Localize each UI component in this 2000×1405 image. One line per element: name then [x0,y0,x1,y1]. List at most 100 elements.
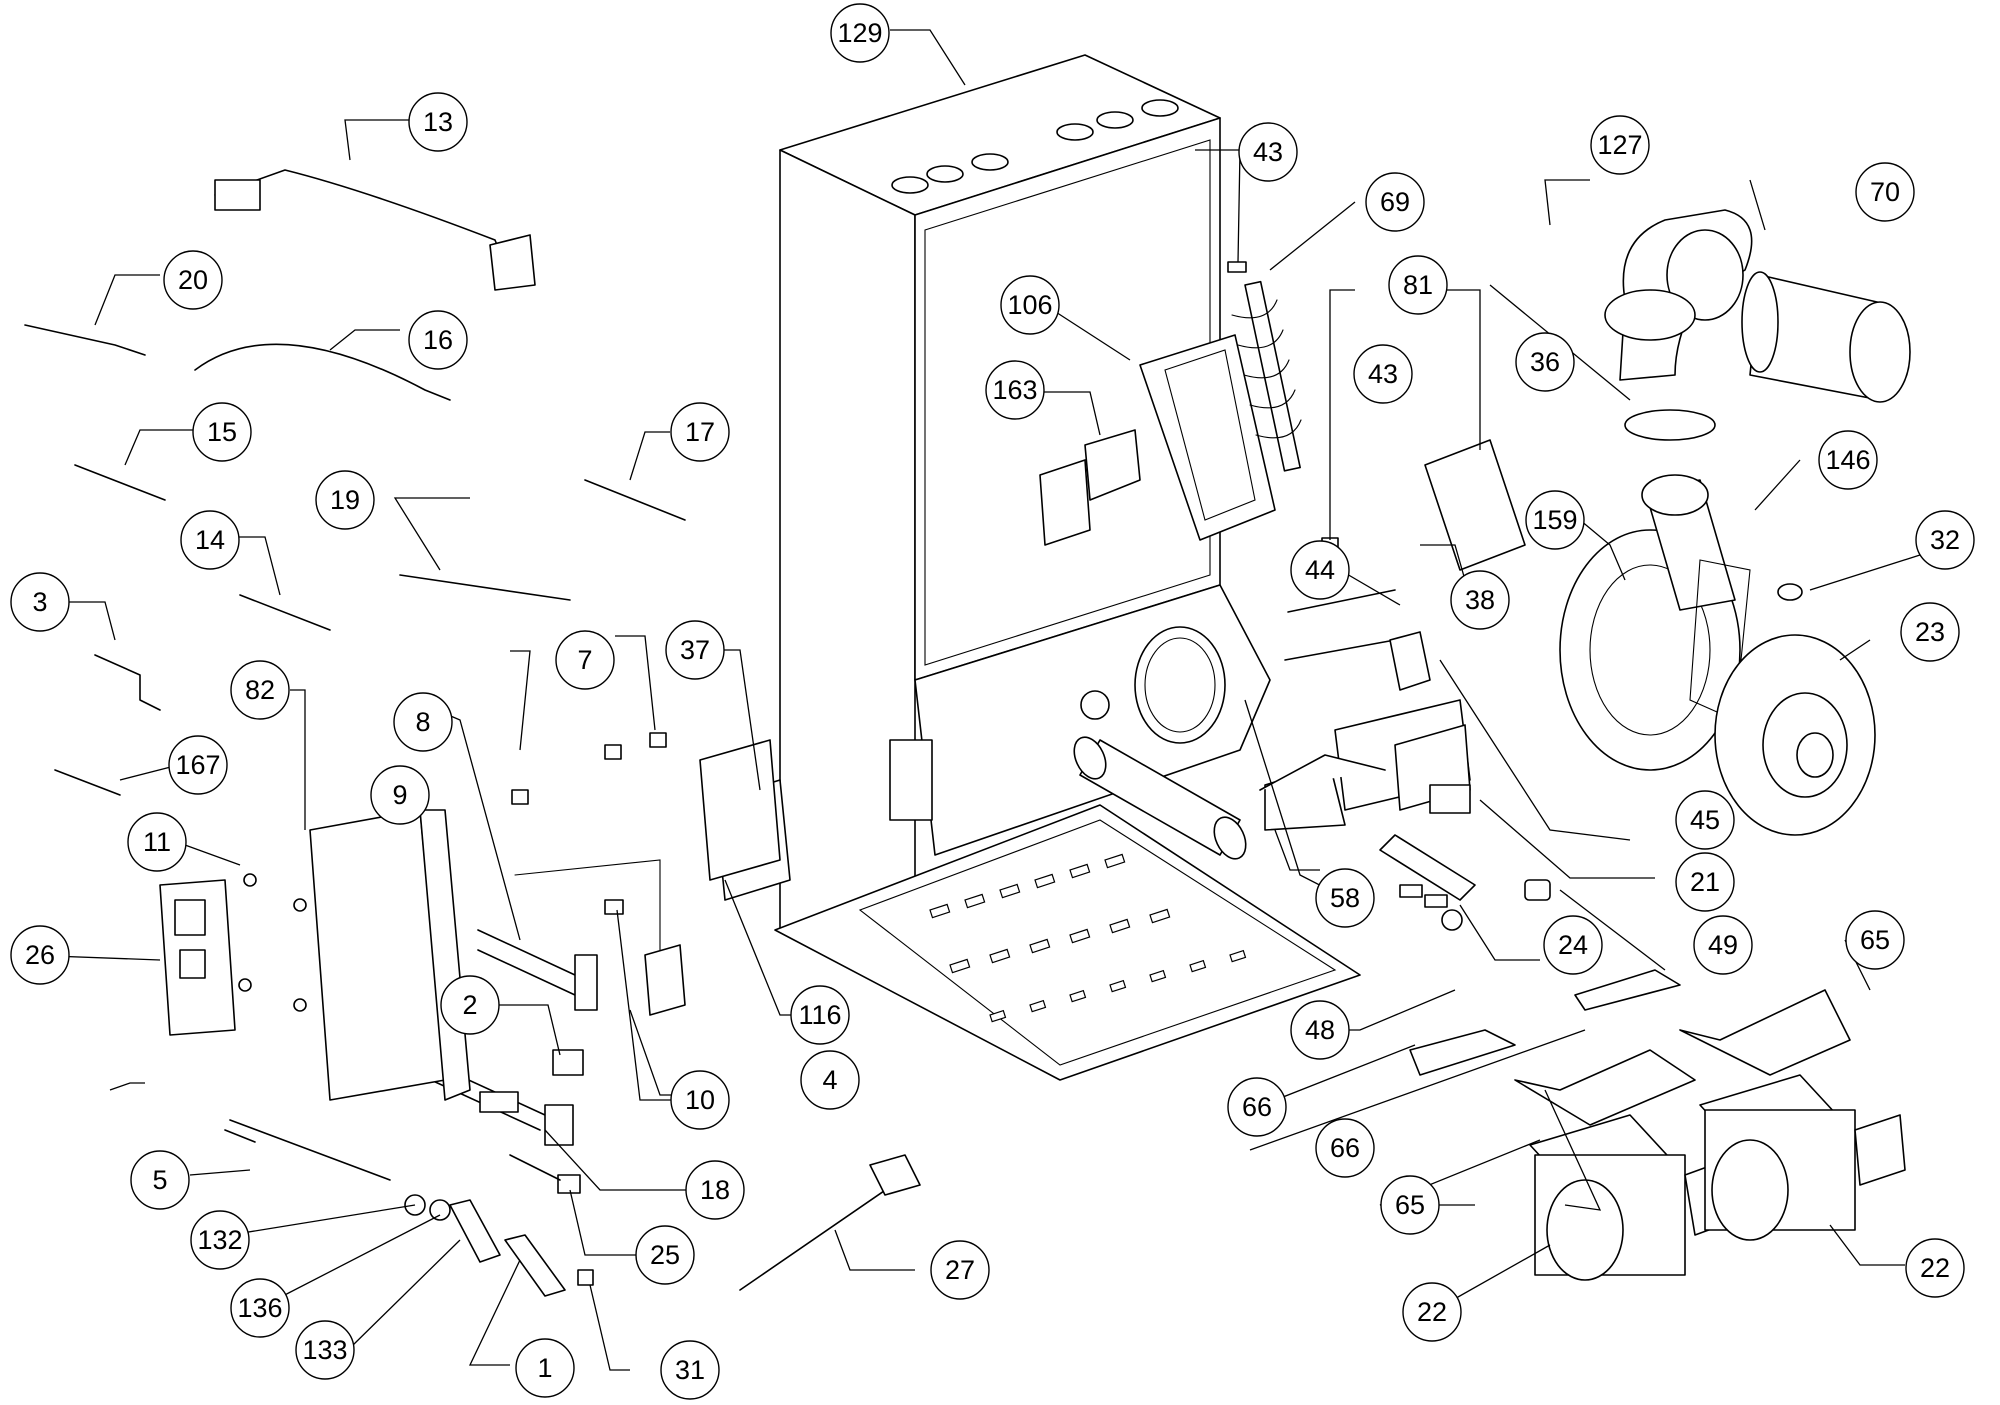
svg-text:24: 24 [1558,930,1588,960]
svg-text:22: 22 [1417,1297,1447,1327]
svg-text:81: 81 [1403,270,1433,300]
auger-screw [1231,280,1302,472]
igniter-holder [1441,909,1463,931]
bracket [1259,754,1386,791]
svg-text:25: 25 [650,1240,680,1270]
exhaust-fan-motor [1714,634,1876,836]
svg-text:65: 65 [1395,1190,1425,1220]
wire-harness [399,574,571,601]
svg-text:4: 4 [822,1065,837,1095]
callout-3: 3 [10,572,70,632]
callout-15: 15 [192,402,252,462]
callout-14: 14 [180,510,240,570]
rod [1287,589,1396,613]
bushing [1227,261,1247,273]
callout-44: 44 [1290,540,1350,600]
bushing [577,1269,594,1286]
callout-136: 136 [230,1278,290,1338]
power-cord [214,169,506,266]
svg-text:1: 1 [537,1353,552,1383]
gear-motor [1334,699,1471,814]
svg-text:15: 15 [207,417,237,447]
spring [449,1199,501,1263]
washer [1777,583,1803,601]
cover-plate [1424,439,1526,571]
flue-pipe [1741,271,1911,403]
grommet [1524,879,1551,901]
exhaust-fan-housing [1559,474,1751,771]
control-mount-plate [309,809,471,1101]
convection-blower-right [1699,1074,1906,1241]
callout-70: 70 [1855,162,1915,222]
callout-2: 2 [440,975,500,1035]
callout-22b: 22 [1402,1282,1462,1342]
rocker-switch [552,1049,584,1076]
shaft [504,1234,566,1297]
svg-text:43: 43 [1253,137,1283,167]
svg-text:70: 70 [1870,177,1900,207]
connector [649,732,667,748]
svg-text:127: 127 [1597,130,1642,160]
svg-text:106: 106 [1007,290,1052,320]
svg-text:38: 38 [1465,585,1495,615]
callout-129: 129 [830,3,890,63]
callout-32: 32 [1915,510,1975,570]
svg-text:133: 133 [302,1335,347,1365]
svg-text:44: 44 [1305,555,1335,585]
callout-13: 13 [408,92,468,152]
callout-8: 8 [393,692,453,752]
svg-text:37: 37 [680,635,710,665]
pressure-switch [644,944,686,1016]
wire-harness [239,594,331,631]
callout-37: 37 [665,620,725,680]
callout-25: 25 [635,1225,695,1285]
svg-text:27: 27 [945,1255,975,1285]
flue-elbow [1604,209,1753,381]
sensor [557,1174,581,1194]
limit-switch-harness [477,929,598,1011]
svg-text:8: 8 [415,707,430,737]
wire-harness [24,324,146,356]
connector [604,744,622,760]
svg-text:116: 116 [798,1000,841,1030]
callout-163: 163 [985,360,1045,420]
blower-bracket [1574,969,1681,1011]
mount-bracket [1389,631,1431,691]
svg-text:7: 7 [577,645,592,675]
callout-127: 127 [1590,115,1650,175]
svg-text:163: 163 [992,375,1037,405]
svg-text:66: 66 [1242,1092,1272,1122]
blower-hood [1514,1049,1696,1126]
svg-text:22: 22 [1920,1253,1950,1283]
callout-26: 26 [10,925,70,985]
svg-text:5: 5 [152,1165,167,1195]
svg-text:14: 14 [195,525,225,555]
svg-text:2: 2 [462,990,477,1020]
svg-text:129: 129 [837,18,882,48]
callout-9: 9 [370,765,430,825]
svg-text:167: 167 [175,750,220,780]
callout-159: 159 [1525,490,1585,550]
wire-harness [194,343,451,401]
callout-43a: 43 [1238,122,1298,182]
callout-48: 48 [1290,1000,1350,1060]
callout-82: 82 [230,660,290,720]
svg-text:26: 26 [25,940,55,970]
callout-167: 167 [168,735,228,795]
callout-24: 24 [1543,915,1603,975]
callout-65a: 65 [1845,910,1905,970]
svg-text:17: 17 [685,417,715,447]
hopper-flap [1084,429,1141,501]
svg-text:45: 45 [1690,805,1720,835]
callout-132: 132 [190,1210,250,1270]
gasket-ring [1624,409,1716,441]
svg-text:21: 21 [1690,867,1720,897]
callout-27: 27 [930,1240,990,1300]
svg-text:66: 66 [1330,1133,1360,1163]
callout-133: 133 [295,1320,355,1380]
igniter [1379,834,1476,908]
callout-31: 31 [660,1340,720,1400]
callout-45: 45 [1675,790,1735,850]
blower-hood [1679,989,1851,1076]
